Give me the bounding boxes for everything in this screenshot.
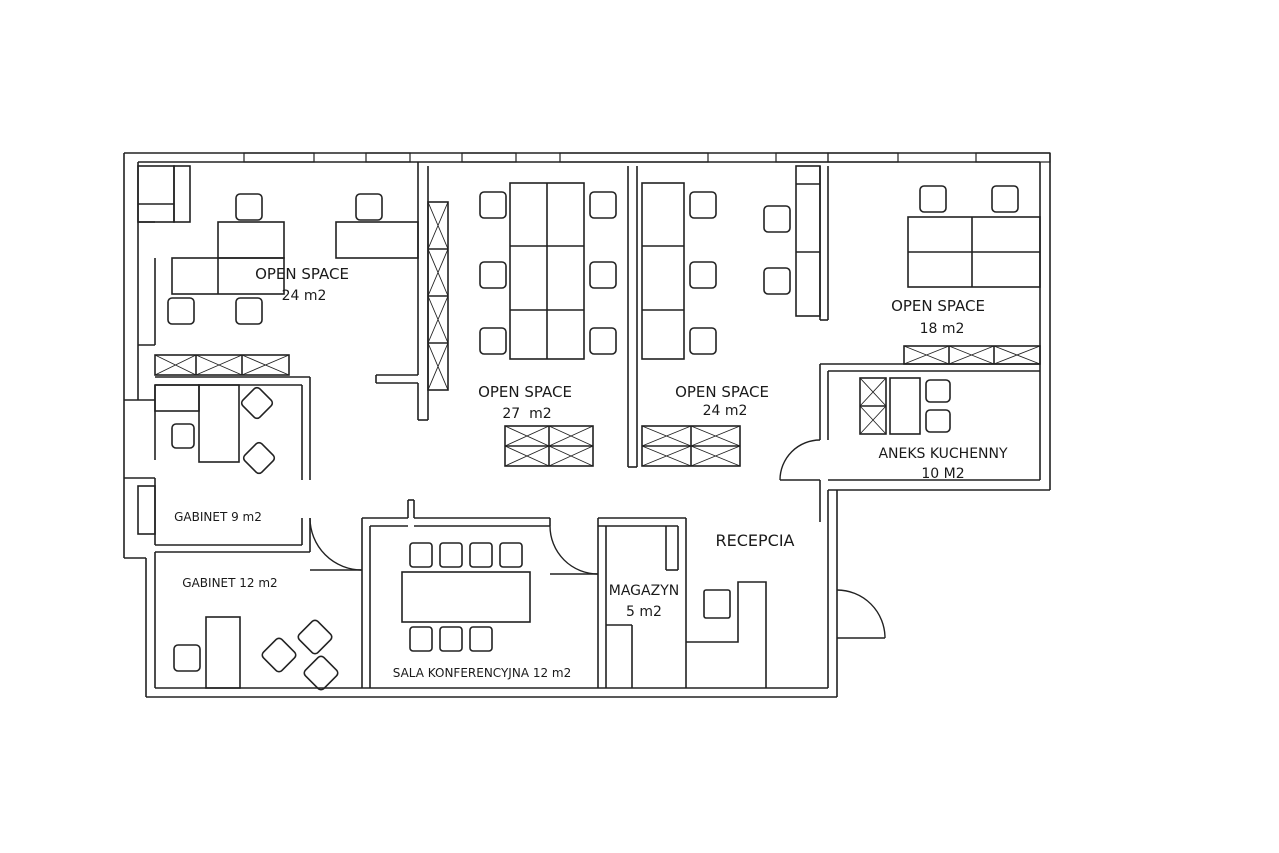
furniture-open-space-3: [641, 165, 821, 467]
outer-walls: [123, 152, 1051, 698]
sala-konferencyjna-label: SALA KONFERENCYJNA 12 m2: [393, 666, 572, 680]
gabinet-9-label: GABINET 9 m2: [174, 510, 262, 524]
interior-walls: [124, 162, 1040, 688]
furniture-gabinet-12: [173, 616, 339, 691]
furniture-sala-konferencyjna: [401, 542, 531, 652]
furniture-gabinet-9: [137, 384, 276, 535]
gabinet-12-label: GABINET 12 m2: [182, 576, 277, 590]
furniture-recepcja: [686, 581, 767, 688]
room-labels: OPEN SPACE 24 m2 OPEN SPACE 27 m2 OPEN S…: [174, 265, 1008, 680]
open-space-3-area: 24 m2: [703, 403, 748, 419]
open-space-4-area: 18 m2: [920, 321, 965, 337]
open-space-1-area: 24 m2: [282, 288, 327, 304]
furniture-aneks-kuchenny: [859, 377, 951, 435]
furniture-open-space-2: [427, 182, 617, 467]
open-space-2-name: OPEN SPACE: [478, 383, 572, 401]
magazyn-area: 5 m2: [626, 604, 662, 620]
magazyn-name: MAGAZYN: [609, 583, 679, 599]
open-space-3-name: OPEN SPACE: [675, 383, 769, 401]
aneks-kuchenny-area: 10 M2: [921, 466, 964, 482]
furniture-open-space-1: [137, 165, 419, 376]
open-space-1-name: OPEN SPACE: [255, 265, 349, 283]
recepcja-label: RECEPCIA: [716, 531, 795, 550]
open-space-2-area: 27 m2: [502, 406, 551, 422]
aneks-kuchenny-name: ANEKS KUCHENNY: [878, 446, 1008, 462]
doors: [309, 439, 886, 639]
furniture-open-space-4: [903, 185, 1041, 365]
open-space-4-name: OPEN SPACE: [891, 297, 985, 315]
